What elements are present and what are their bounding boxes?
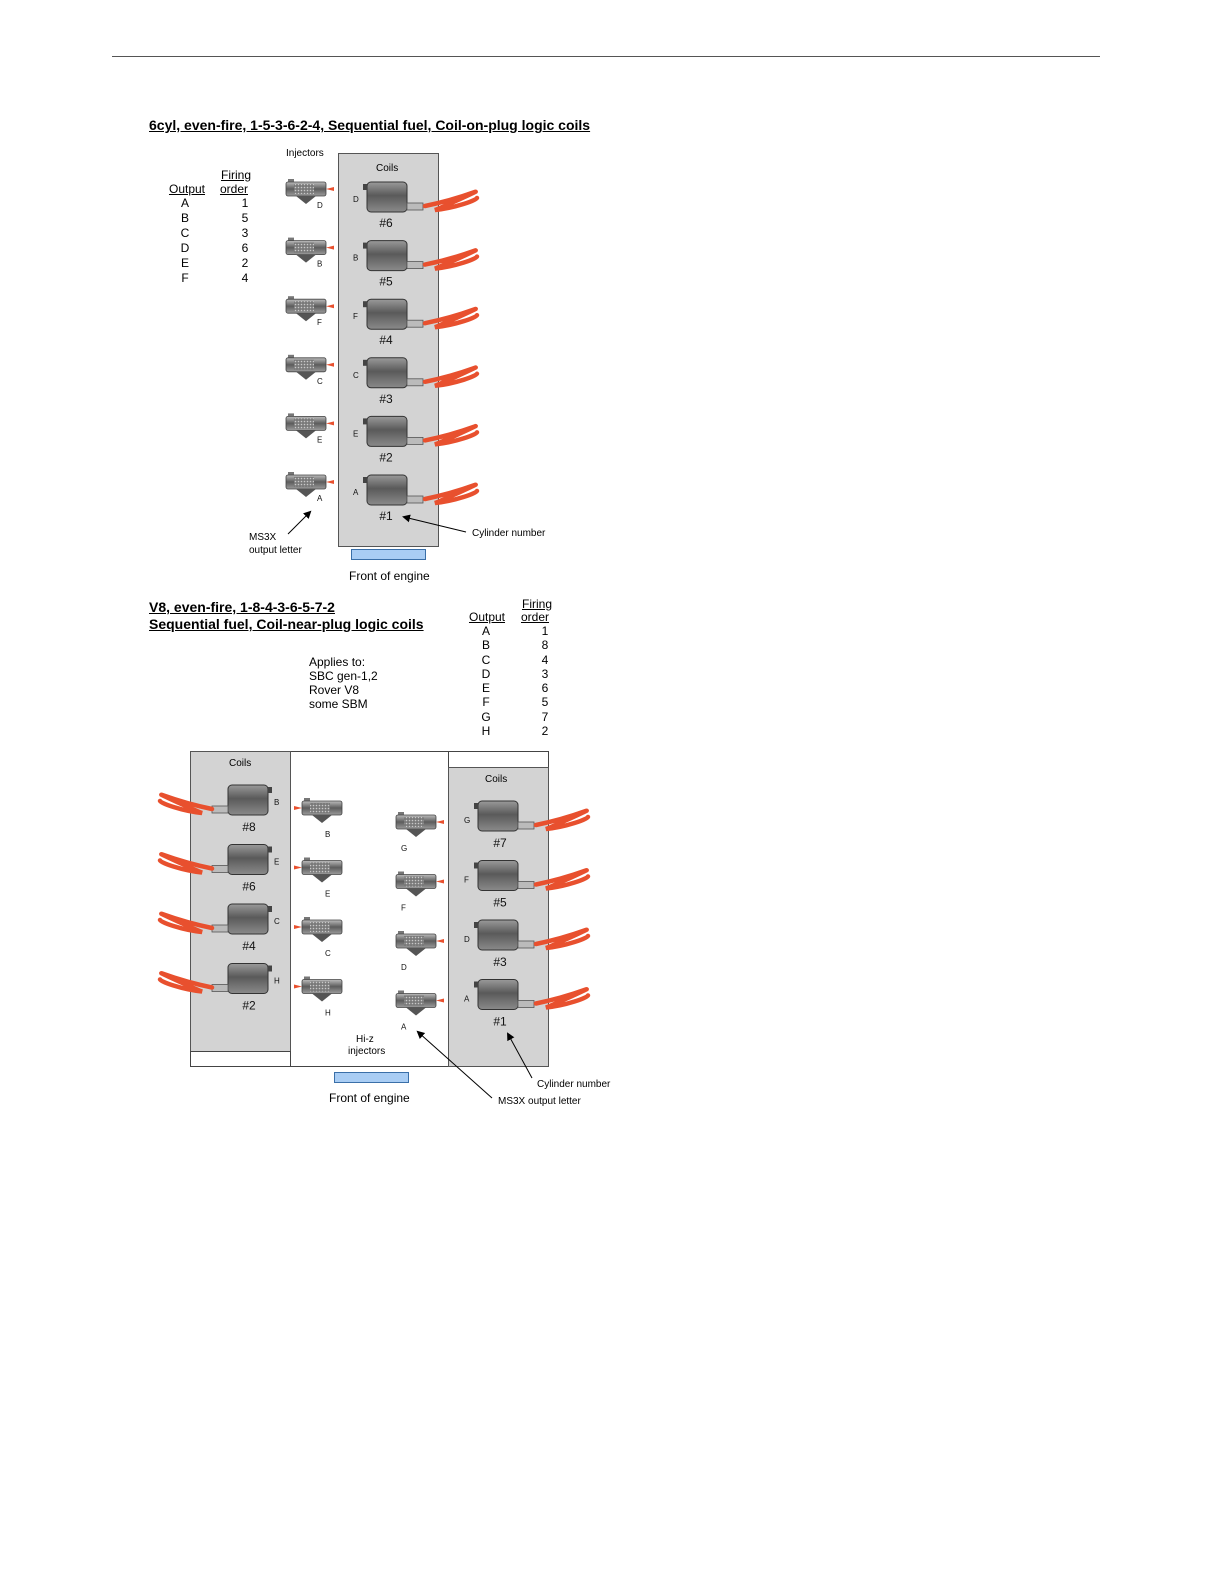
output-letter: F	[482, 695, 490, 710]
output-letter: B	[481, 638, 490, 653]
firing-order-value: 2	[241, 256, 249, 270]
output-letter: A	[180, 196, 189, 210]
output-letter: F	[181, 271, 189, 285]
front-of-engine-label: Front of engine	[349, 569, 430, 583]
cylinder-number-label: Cylinder number	[472, 528, 546, 539]
firing-order-value: 5	[241, 211, 249, 225]
output-letter: D	[481, 666, 491, 681]
hiz-label-line1: Hi-z	[356, 1034, 374, 1045]
applies-to-block: Applies to: SBC gen-1,2 Rover V8 some SB…	[309, 655, 378, 711]
front-of-engine-bar	[351, 549, 426, 560]
coils-label-right: Coils	[485, 774, 508, 785]
firing-order-value: 6	[241, 241, 249, 255]
firing-order-value: 7	[541, 709, 549, 724]
coils-label-left: Coils	[229, 758, 252, 769]
applies-to-item: SBC gen-1,2	[309, 669, 378, 683]
output-letter: C	[180, 226, 190, 240]
applies-to-item: Rover V8	[309, 683, 360, 697]
firing-order-value: 8	[541, 638, 549, 653]
cylinder-number-arrow	[402, 514, 467, 533]
coils-label: Coils	[376, 163, 399, 174]
output-letter: H	[481, 724, 491, 739]
ms3x-arrow	[287, 510, 312, 535]
output-letter: A	[481, 624, 490, 638]
firing-order-value: 2	[541, 724, 549, 739]
firing-order-value: 3	[541, 666, 549, 681]
diagram2-title-line1: V8, even-fire, 1-8-4-3-6-5-7-2	[149, 599, 335, 615]
output-letter: C	[481, 652, 491, 667]
output-letter: D	[180, 241, 190, 255]
firing-order-value: 1	[541, 624, 549, 638]
ms3x-arrow	[416, 1030, 493, 1099]
front-of-engine-bar	[334, 1072, 409, 1083]
diagram1-title: 6cyl, even-fire, 1-5-3-6-2-4, Sequential…	[149, 117, 591, 133]
firing-order-value: 6	[541, 681, 549, 696]
firing-header-line2: order	[219, 182, 248, 196]
output-letter: B	[180, 211, 189, 225]
output-letter: G	[481, 709, 491, 724]
ms3x-label-line1: MS3X	[249, 532, 277, 543]
front-of-engine-label: Front of engine	[329, 1091, 410, 1105]
firing-header-line1: Firing	[220, 168, 251, 182]
firing-order-value: 4	[541, 652, 549, 667]
diagram2-title-line2: Sequential fuel, Coil-near-plug logic co…	[149, 616, 424, 632]
applies-to-item: some SBM	[309, 697, 368, 711]
output-header: Output	[168, 182, 206, 196]
output-letter: E	[481, 681, 490, 696]
firing-order-value: 4	[241, 271, 249, 285]
firing-header-line2: order	[520, 610, 549, 624]
firing-order-value: 5	[541, 695, 549, 710]
page-top-rule	[112, 56, 1100, 57]
firing-header-line1: Firing	[521, 597, 552, 611]
firing-order-value: 3	[241, 226, 249, 240]
applies-to-heading: Applies to:	[309, 655, 366, 669]
ms3x-label-line2: output letter	[249, 545, 302, 556]
hiz-label-line2: injectors	[348, 1046, 386, 1057]
output-letter: E	[180, 256, 189, 270]
left-bank-base	[190, 1051, 291, 1067]
cylinder-number-arrow	[507, 1032, 533, 1079]
ms3x-label: MS3X output letter	[498, 1096, 581, 1107]
cylinder-number-label: Cylinder number	[537, 1079, 611, 1090]
output-header: Output	[468, 610, 506, 624]
firing-order-value: 1	[241, 196, 249, 210]
injectors-label: Injectors	[286, 148, 324, 159]
